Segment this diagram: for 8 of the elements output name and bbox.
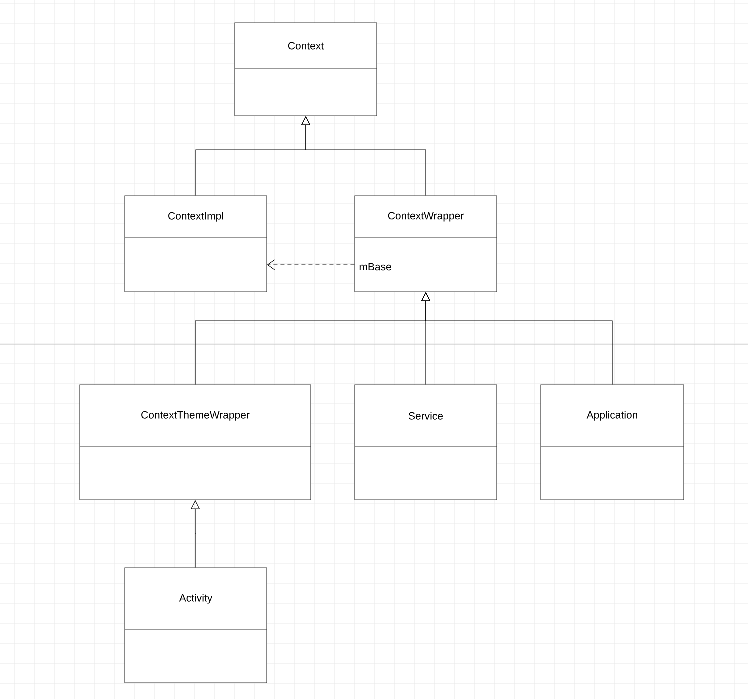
- class-box: Activity: [124, 568, 268, 684]
- class-box: ContextThemeWrapper: [80, 384, 312, 500]
- class-box: Context: [234, 22, 378, 116]
- arrow: [267, 260, 355, 270]
- class-box: Service: [354, 384, 498, 500]
- class-box: ContextWrapper mBase: [354, 196, 498, 292]
- class-box: ContextImpl: [124, 196, 268, 292]
- class-box: Application: [540, 384, 684, 500]
